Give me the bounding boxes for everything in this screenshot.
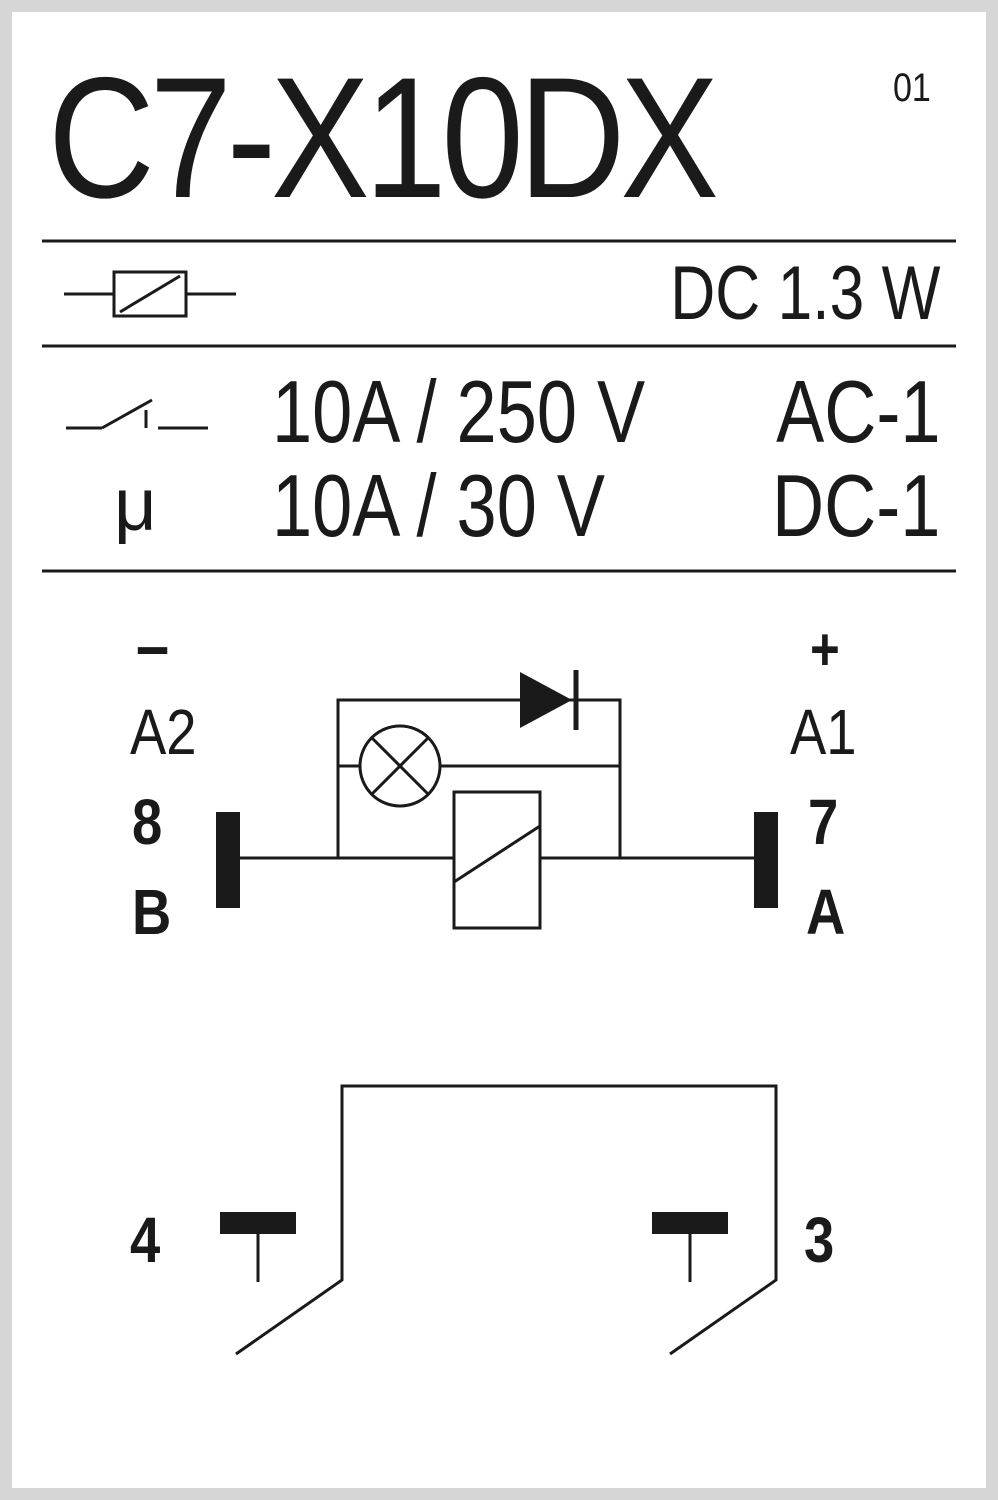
contact-3: 3 — [804, 1204, 835, 1276]
micro-gap-symbol: μ — [114, 463, 157, 546]
version-code: 01 — [893, 66, 931, 110]
terminal-a: A — [806, 876, 846, 948]
rating-dc-value: 10A / 30 V — [272, 456, 606, 555]
contact-terminal-4-icon — [220, 1212, 296, 1282]
diode-icon — [520, 670, 579, 730]
terminal-bar-left — [216, 812, 240, 908]
terminal-bar-right — [754, 812, 778, 908]
relay-coil-icon — [452, 790, 542, 930]
coil-symbol-icon — [64, 270, 236, 318]
contact-terminal-3-icon — [652, 1212, 728, 1282]
switch-contacts — [235, 1084, 778, 1356]
terminal-7: 7 — [808, 786, 839, 858]
rating-ac-category: AC-1 — [775, 362, 940, 461]
contact-4: 4 — [130, 1204, 161, 1276]
wire-branch — [336, 698, 622, 858]
rating-ac-value: 10A / 250 V — [272, 362, 646, 461]
terminal-minus: – — [136, 606, 170, 684]
terminal-a2: A2 — [130, 696, 197, 768]
terminal-8: 8 — [132, 786, 163, 858]
model-title: C7-X10DX — [48, 42, 719, 234]
rating-dc-category: DC-1 — [771, 456, 940, 555]
coil-power: DC 1.3 W — [669, 251, 940, 336]
terminal-plus: + — [810, 616, 840, 683]
contact-symbol-icon — [66, 398, 208, 430]
relay-label — [12, 12, 986, 1488]
terminal-a1: A1 — [790, 696, 857, 768]
lamp-icon — [358, 724, 442, 808]
terminal-b: B — [132, 876, 172, 948]
